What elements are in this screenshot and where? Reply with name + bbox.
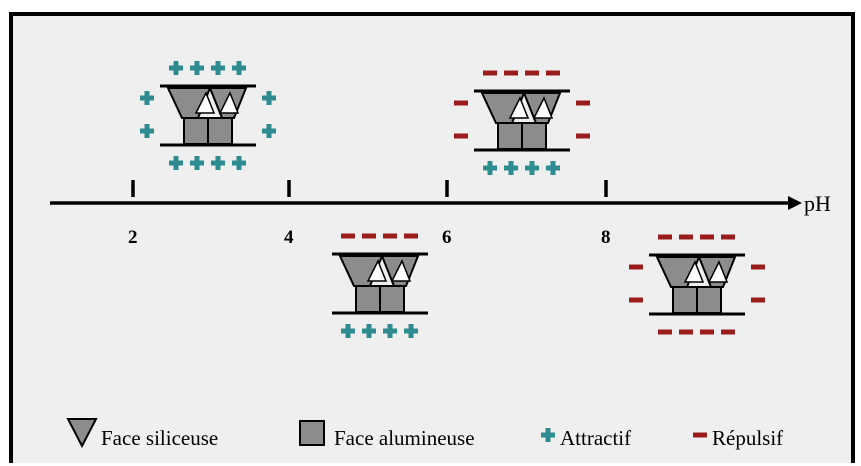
plus-icon	[525, 161, 539, 175]
legend-siliceous-label: Face siliceuse	[101, 426, 218, 450]
aluminous-face-icon	[299, 420, 325, 446]
plus-icon	[232, 156, 246, 170]
plus-icon	[169, 61, 183, 75]
minus-icon	[751, 264, 765, 270]
plus-icon	[262, 91, 276, 105]
minus-icon	[693, 432, 707, 438]
legend-repulsive-label: Répulsif	[712, 426, 783, 450]
legend: Face siliceuse Face alumineuse Attractif…	[66, 418, 783, 450]
ph-axis: pH	[50, 191, 831, 216]
tick-label: 8	[601, 227, 611, 248]
inner-triangle	[508, 96, 530, 119]
inner-triangle	[707, 260, 729, 283]
minus-icon	[546, 70, 560, 76]
plus-icon	[140, 91, 154, 105]
aluminous-face-icon	[183, 117, 209, 145]
minus-icon	[751, 297, 765, 303]
axis-ticks: 2 4 6 8	[128, 180, 611, 248]
minus-icon	[658, 234, 672, 240]
axis-arrow-icon	[788, 196, 802, 210]
tick-label: 2	[128, 227, 138, 248]
minus-icon	[362, 233, 376, 239]
minus-icon	[341, 233, 355, 239]
inner-triangle	[532, 96, 554, 119]
minus-icon	[576, 100, 590, 106]
minus-icon	[504, 70, 518, 76]
tick-label: 4	[284, 227, 294, 248]
clay-particle-ph-2-4	[140, 61, 276, 170]
plus-icon	[169, 156, 183, 170]
aluminous-face-icon	[521, 122, 547, 150]
plus-icon	[190, 61, 204, 75]
diagram-frame	[9, 12, 855, 463]
legend-siliceous: Face siliceuse	[66, 418, 218, 450]
minus-icon	[629, 297, 643, 303]
legend-aluminous-label: Face alumineuse	[334, 426, 475, 450]
inner-triangle	[194, 91, 216, 114]
inner-triangle	[390, 259, 412, 282]
minus-icon	[679, 329, 693, 335]
aluminous-face-icon	[672, 286, 698, 314]
axis-label: pH	[804, 191, 831, 216]
minus-icon	[576, 133, 590, 139]
plus-icon	[211, 156, 225, 170]
plus-icon	[211, 61, 225, 75]
plus-icon	[190, 156, 204, 170]
minus-icon	[700, 234, 714, 240]
legend-repulsive: Répulsif	[693, 426, 783, 450]
clay-particle-ph-4-6	[332, 233, 428, 338]
plus-icon	[383, 324, 397, 338]
legend-attractive-label: Attractif	[560, 426, 631, 450]
plus-icon	[362, 324, 376, 338]
minus-icon	[658, 329, 672, 335]
clay-particles	[140, 61, 765, 338]
legend-attractive: Attractif	[541, 426, 631, 450]
inner-triangle	[683, 260, 705, 283]
minus-icon	[721, 234, 735, 240]
clay-particle-ph-6-8	[454, 70, 590, 175]
siliceous-face-icon	[66, 418, 98, 449]
plus-icon	[140, 124, 154, 138]
plus-icon	[232, 61, 246, 75]
aluminous-face-icon	[696, 286, 722, 314]
plus-icon	[546, 161, 560, 175]
inner-triangle	[218, 91, 240, 114]
inner-triangle	[366, 259, 388, 282]
minus-icon	[679, 234, 693, 240]
minus-icon	[700, 329, 714, 335]
plus-icon	[483, 161, 497, 175]
minus-icon	[404, 233, 418, 239]
aluminous-face-icon	[355, 285, 381, 313]
minus-icon	[721, 329, 735, 335]
clay-particle-ph-above-8	[629, 234, 765, 335]
plus-icon	[541, 428, 555, 442]
aluminous-face-icon	[379, 285, 405, 313]
plus-icon	[404, 324, 418, 338]
plus-icon	[341, 324, 355, 338]
plus-icon	[262, 124, 276, 138]
aluminous-face-icon	[497, 122, 523, 150]
tick-label: 6	[442, 227, 452, 248]
plus-icon	[504, 161, 518, 175]
minus-icon	[454, 133, 468, 139]
minus-icon	[525, 70, 539, 76]
minus-icon	[454, 100, 468, 106]
minus-icon	[483, 70, 497, 76]
legend-aluminous: Face alumineuse	[299, 420, 475, 450]
aluminous-face-icon	[207, 117, 233, 145]
minus-icon	[629, 264, 643, 270]
minus-icon	[383, 233, 397, 239]
